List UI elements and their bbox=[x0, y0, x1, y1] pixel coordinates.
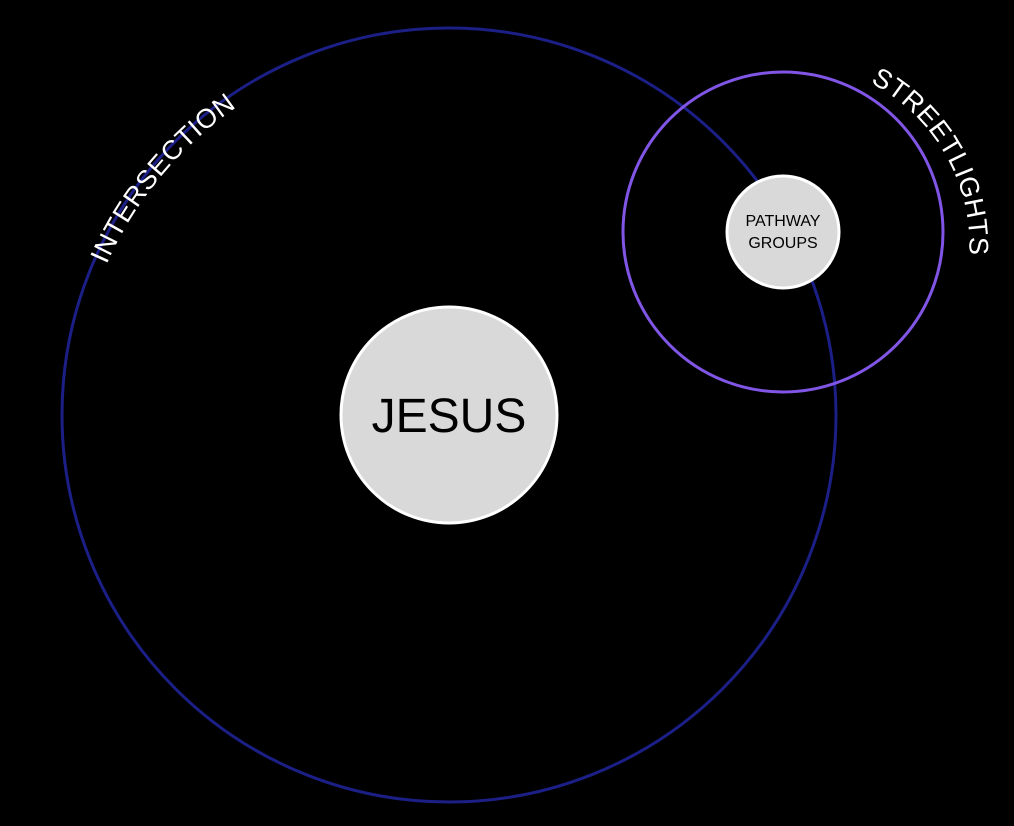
streetlights-ring bbox=[621, 70, 945, 394]
intersection-label: INTERSECTION bbox=[85, 87, 241, 267]
pathway-groups-node bbox=[725, 174, 841, 290]
pathway-groups-label-line1: PATHWAY bbox=[746, 213, 821, 230]
streetlights-label: STREETLIGHTS bbox=[867, 62, 993, 256]
streetlights-label-path: STREETLIGHTS bbox=[867, 62, 993, 256]
pathway-groups-label-line2: GROUPS bbox=[748, 235, 817, 252]
jesus-node bbox=[339, 305, 559, 525]
jesus-label: JESUS bbox=[372, 390, 527, 443]
intersection-circle bbox=[60, 26, 838, 804]
intersection-label-path: INTERSECTION bbox=[85, 87, 240, 267]
